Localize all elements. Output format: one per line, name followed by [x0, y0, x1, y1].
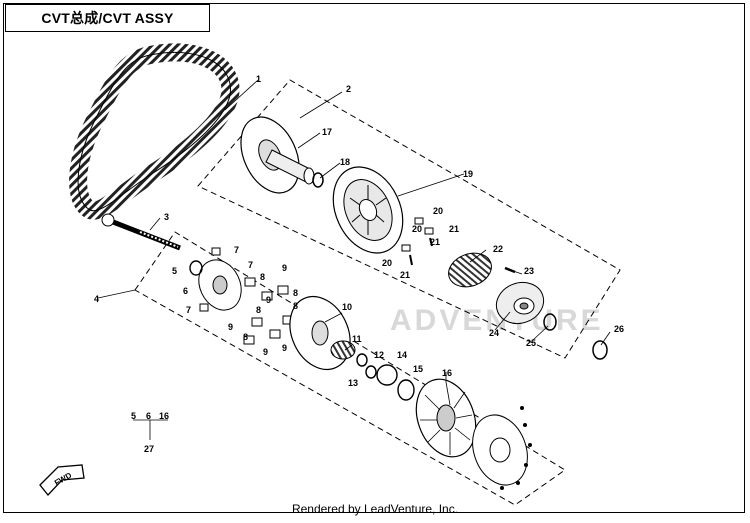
callout-20c: 20: [382, 258, 392, 268]
callout-10: 10: [342, 302, 352, 312]
callout-21b: 21: [430, 237, 440, 247]
rollers-20-21: [401, 217, 434, 266]
diagram-frame: [3, 3, 745, 513]
o-ring-25: [543, 313, 557, 331]
callout-16: 16: [442, 368, 452, 378]
callout-4: 4: [94, 294, 99, 304]
callout-8b: 8: [293, 288, 298, 298]
clutch-spider: [332, 166, 404, 254]
callout-7c: 7: [186, 305, 191, 315]
callout-8a: 8: [260, 272, 265, 282]
washer-13: [365, 365, 377, 379]
callout-5: 5: [172, 266, 177, 276]
callout-9d: 9: [263, 347, 268, 357]
callout-1: 1: [256, 74, 261, 84]
callout-8c: 8: [256, 305, 261, 315]
watermark-text: ADVENTURE: [390, 304, 604, 337]
washer-12: [356, 353, 368, 367]
callout-18: 18: [340, 157, 350, 167]
washer-5: [189, 260, 203, 276]
callout-9b: 9: [266, 295, 271, 305]
callout-19: 19: [463, 169, 473, 179]
callout-20b: 20: [412, 224, 422, 234]
spring: [448, 252, 492, 288]
legend-item-5: 5: [131, 411, 136, 421]
callout-3: 3: [164, 212, 169, 222]
back-plate: [472, 406, 532, 490]
group-4-outline: [134, 231, 566, 506]
legend-total-27: 27: [144, 444, 154, 454]
cam-cover: [495, 281, 545, 325]
weight-plate: [198, 259, 242, 311]
drive-belt: [69, 43, 240, 220]
callout-21c: 21: [400, 270, 410, 280]
callout-26: 26: [614, 324, 624, 334]
callout-21a: 21: [449, 224, 459, 234]
callout-8e: 8: [293, 301, 298, 311]
callout-numbers: 1 2 3 4 5 6 7 7 7 8 8 8 8 8 9 9 9 9 9 10…: [94, 74, 624, 454]
callout-7a: 7: [234, 245, 239, 255]
bearing-15: [397, 379, 415, 401]
callout-11: 11: [352, 334, 362, 344]
group-2-outline: [197, 79, 621, 359]
callout-23: 23: [524, 266, 534, 276]
callout-15: 15: [413, 364, 423, 374]
driven-sheave: [289, 295, 351, 371]
callout-2: 2: [346, 84, 351, 94]
callout-17: 17: [322, 127, 332, 137]
diagram-title: CVT总成/CVT ASSY: [5, 4, 210, 32]
fwd-arrow: FWD: [39, 464, 85, 496]
callout-14: 14: [397, 350, 407, 360]
driven-spring: [330, 340, 356, 360]
callout-13: 13: [348, 378, 358, 388]
callout-9e: 9: [282, 343, 287, 353]
callout-8d: 8: [243, 332, 248, 342]
weight-7b: [199, 303, 209, 312]
o-ring-26: [592, 340, 608, 360]
callout-24: 24: [489, 328, 499, 338]
callout-9a: 9: [282, 263, 287, 273]
drive-sheave: [240, 116, 315, 194]
fan-sheave: [415, 378, 477, 458]
legend-item-16: 16: [159, 411, 169, 421]
callout-20a: 20: [433, 206, 443, 216]
weight-7a: [211, 247, 221, 256]
callout-6: 6: [183, 286, 188, 296]
legend-item-6: 6: [146, 411, 151, 421]
callout-12: 12: [374, 350, 384, 360]
bolt: [101, 213, 181, 251]
callout-22: 22: [493, 244, 503, 254]
leader-lines: [97, 79, 611, 440]
o-ring-18: [312, 172, 324, 188]
bearing-14: [376, 364, 398, 386]
weights-cluster: [243, 277, 294, 345]
callout-25: 25: [526, 338, 536, 348]
callout-7b: 7: [248, 260, 253, 270]
footer-credit: Rendered by LeadVenture, Inc.: [291, 502, 459, 516]
callout-9c: 9: [228, 322, 233, 332]
